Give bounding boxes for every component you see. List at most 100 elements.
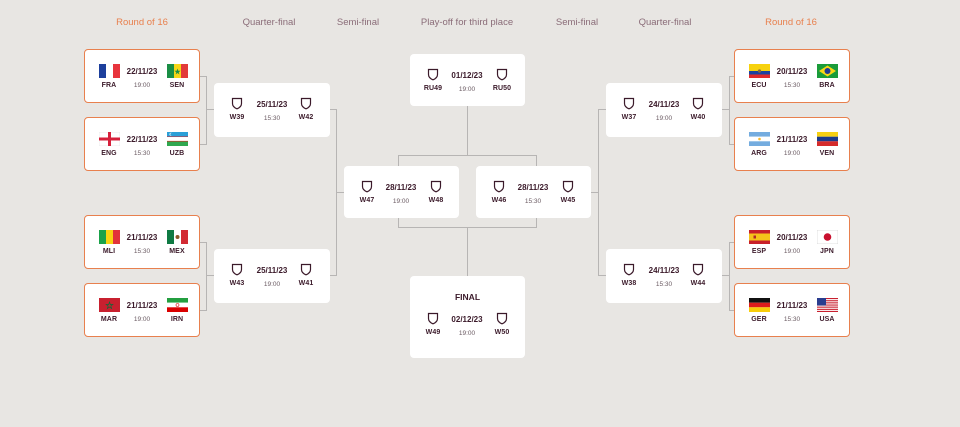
shield-icon [300,263,312,276]
home-slot: W38 [612,263,646,287]
slot-code: W45 [560,197,576,204]
away-slot: W40 [681,97,715,121]
match-time: 19:00 [783,248,801,255]
away-team: USA [810,298,844,323]
match-date: 22/11/23 [126,135,158,144]
match-info: 20/11/23 15:30 [767,67,817,89]
shield-icon [496,312,508,325]
match-info: 28/11/23 19:00 [376,183,426,205]
match-time: 19:00 [458,330,476,337]
match-card[interactable]: W39 25/11/23 15:30 W42 [214,83,330,137]
match-date: 20/11/23 [776,233,808,242]
match-card[interactable]: ENG 22/11/23 15:30 UZB [84,117,200,171]
connector-line [336,192,344,193]
match-info: 24/11/23 19:00 [639,100,689,122]
match-card[interactable]: ARG 21/11/23 19:00 VEN [734,117,850,171]
away-slot: W50 [485,312,519,336]
match-card[interactable]: ESP 20/11/23 19:00 JPN [734,215,850,269]
match-date: 21/11/23 [126,301,158,310]
flag-england-icon [98,132,120,146]
home-team: FRA [92,64,126,89]
team-code: ARG [751,150,767,157]
connector-line [206,275,214,276]
match-card[interactable]: W43 25/11/23 19:00 W41 [214,249,330,303]
connector-line [722,109,730,110]
match-date: 21/11/23 [126,233,158,242]
flag-france-icon [98,64,120,78]
final-match-card[interactable]: FINAL W49 02/12/23 19:00 W50 [410,276,525,358]
team-code: ESP [751,248,767,255]
team-code: JPN [820,248,834,255]
connector-line [729,144,735,145]
connector-line [591,192,599,193]
connector-line [729,242,735,243]
team-code: BRA [819,82,835,89]
away-team: IRN [160,298,194,323]
home-slot: W37 [612,97,646,121]
header-round-of-16-right: Round of 16 [765,17,817,28]
shield-icon [496,68,508,81]
match-time: 15:30 [263,115,281,122]
match-card[interactable]: W38 24/11/23 15:30 W44 [606,249,722,303]
connector-line [329,275,336,276]
header-semi-final-right: Semi-final [555,17,599,28]
match-date: 21/11/23 [776,135,808,144]
connector-line [729,76,730,145]
team-code: ECU [751,82,767,89]
match-time: 15:30 [655,281,673,288]
home-team: ENG [92,132,126,157]
shield-icon [692,263,704,276]
match-info: 28/11/23 15:30 [508,183,558,205]
match-date: 02/12/23 [451,315,483,324]
match-date: 25/11/23 [256,100,288,109]
match-card[interactable]: W46 28/11/23 15:30 W45 [476,166,591,218]
match-card[interactable]: W37 24/11/23 19:00 W40 [606,83,722,137]
match-info: 24/11/23 15:30 [639,266,689,288]
slot-code: W38 [621,280,637,287]
slot-code: RU49 [423,85,443,92]
team-code: MAR [100,316,118,323]
connector-line [598,109,606,110]
match-card[interactable]: MLI 21/11/23 15:30 MEX [84,215,200,269]
connector-line [722,275,730,276]
flag-germany-icon [748,298,770,312]
match-info: 21/11/23 15:30 [767,301,817,323]
match-time: 15:30 [133,248,151,255]
shield-icon [493,180,505,193]
match-time: 19:00 [392,198,410,205]
connector-line [200,76,206,77]
match-time: 19:00 [458,86,476,93]
match-card[interactable]: W47 28/11/23 19:00 W48 [344,166,459,218]
match-date: 21/11/23 [776,301,808,310]
slot-code: W47 [359,197,375,204]
connector-line [398,155,399,167]
match-card[interactable]: GER 21/11/23 15:30 USA [734,283,850,337]
match-card[interactable]: FRA 22/11/23 19:00 SEN [84,49,200,103]
shield-icon [361,180,373,193]
match-card[interactable]: RU49 01/12/23 19:00 RU50 [410,54,525,106]
match-date: 24/11/23 [648,266,680,275]
match-info: 25/11/23 19:00 [247,266,297,288]
flag-spain-icon [748,230,770,244]
slot-code: W43 [229,280,245,287]
match-date: 24/11/23 [648,100,680,109]
match-date: 22/11/23 [126,67,158,76]
match-time: 19:00 [783,150,801,157]
flag-uzbekistan-icon [166,132,188,146]
team-code: VEN [819,150,835,157]
home-slot: W47 [350,180,384,204]
away-team: MEX [160,230,194,255]
team-code: FRA [101,82,117,89]
final-label: FINAL [454,292,481,302]
away-slot: W48 [419,180,453,204]
connector-line [467,227,468,276]
match-card[interactable]: ECU 20/11/23 15:30 BRA [734,49,850,103]
connector-line [536,218,537,228]
slot-code: W40 [690,114,706,121]
header-third-place: Play-off for third place [420,17,514,28]
connector-line [200,144,206,145]
match-card[interactable]: MAR 21/11/23 19:00 IRN [84,283,200,337]
team-code: ENG [101,150,117,157]
home-team: GER [742,298,776,323]
match-time: 15:30 [133,150,151,157]
